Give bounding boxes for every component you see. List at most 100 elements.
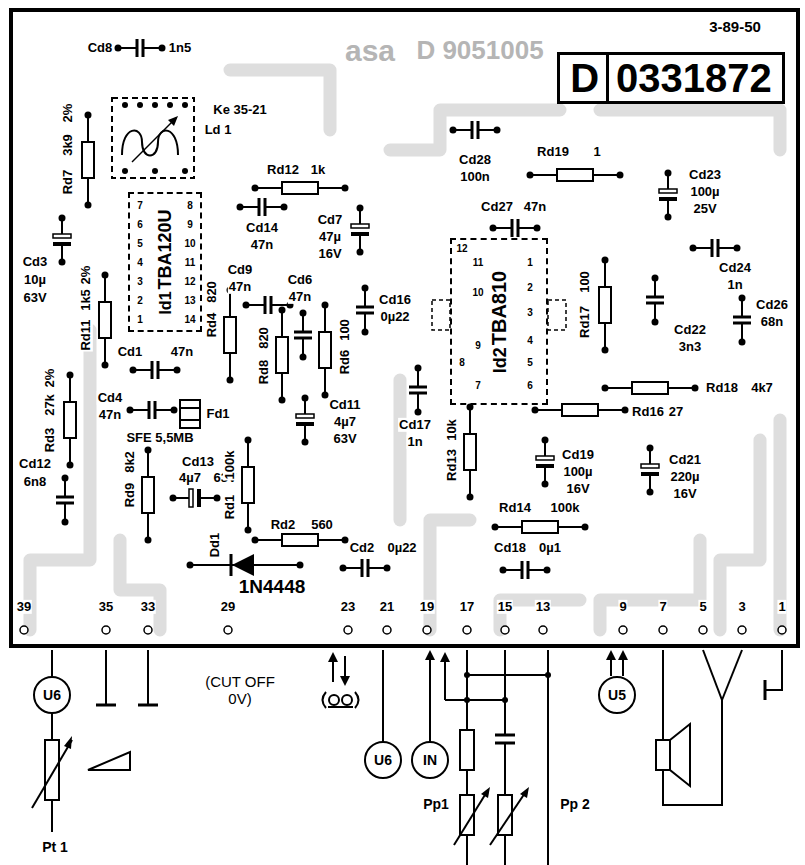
pot-arrow bbox=[32, 740, 72, 808]
ic-pin-number: 9 bbox=[474, 340, 482, 351]
pad bbox=[20, 626, 28, 634]
wire bbox=[504, 650, 506, 735]
pads bbox=[20, 626, 786, 634]
trace bbox=[600, 540, 700, 630]
pad bbox=[224, 626, 232, 634]
pin bbox=[182, 168, 188, 174]
resistor-symbol bbox=[252, 534, 349, 546]
component-label: Cd8 bbox=[87, 41, 114, 55]
component-label: Cd3 bbox=[22, 255, 49, 269]
component-label: Rd17 bbox=[578, 305, 592, 339]
wire bbox=[429, 656, 431, 741]
component-label: Rd13 bbox=[445, 448, 459, 482]
coil-outline bbox=[112, 98, 194, 178]
heatsink-tab bbox=[548, 300, 566, 330]
pad bbox=[423, 626, 431, 634]
trace bbox=[774, 420, 787, 630]
connector-circle: IN bbox=[411, 741, 449, 779]
arrowhead bbox=[425, 650, 435, 660]
wire bbox=[547, 650, 549, 865]
ic-pin-number: 13 bbox=[183, 295, 196, 306]
component-label: 1k bbox=[310, 163, 326, 177]
watermark: D 9051005 bbox=[415, 36, 544, 65]
component-label: 47n bbox=[250, 238, 274, 252]
capacitor-symbol bbox=[243, 296, 294, 314]
resistor-symbol bbox=[464, 404, 476, 501]
component-label: 16V bbox=[317, 247, 342, 261]
component-label: Cd21 bbox=[668, 453, 702, 467]
component-label: Cd17 bbox=[398, 418, 432, 432]
component-label: Cd16 bbox=[378, 293, 412, 307]
ic-pin-number: 7 bbox=[136, 200, 144, 211]
component-label: 27 bbox=[668, 405, 684, 419]
pin-number: 9 bbox=[618, 600, 627, 614]
component-label: Rd3 bbox=[43, 427, 57, 454]
resistor-symbol bbox=[82, 112, 94, 209]
ic-pin-number: 3 bbox=[526, 307, 534, 318]
component-label: Cd19 bbox=[561, 448, 595, 462]
component-label: 4µ7 bbox=[333, 415, 357, 429]
pad bbox=[144, 626, 152, 634]
resistor-symbol bbox=[492, 521, 589, 533]
capacitor-symbol bbox=[409, 365, 427, 416]
ic-pin-number: 14 bbox=[183, 314, 196, 325]
component-label: 3k9 bbox=[61, 133, 75, 157]
ic-pin-number: 10 bbox=[471, 287, 484, 298]
component-label: 100n bbox=[459, 170, 491, 184]
component-label: Rd7 bbox=[61, 169, 75, 196]
component-label: Cd23 bbox=[688, 168, 722, 182]
potentiometer-symbol bbox=[45, 740, 59, 800]
capacitor-symbol bbox=[356, 285, 374, 336]
capacitor-symbol bbox=[237, 198, 288, 216]
component-label: 8k2 bbox=[123, 450, 137, 474]
trace bbox=[720, 440, 760, 630]
wire bbox=[467, 674, 548, 676]
component-label: 47n bbox=[523, 200, 547, 214]
junction-dot bbox=[502, 697, 508, 703]
component-label: Fd1 bbox=[205, 407, 230, 421]
component-label: Rd1 bbox=[223, 494, 237, 521]
component-label: 47µ bbox=[318, 230, 342, 244]
ic-pin-number: 8 bbox=[458, 357, 466, 368]
wire bbox=[444, 658, 446, 700]
resistor-symbol bbox=[527, 169, 624, 181]
pin-number: 1 bbox=[777, 600, 786, 614]
pin-number: 15 bbox=[497, 600, 513, 614]
connector-label: U6 bbox=[374, 752, 392, 768]
wire bbox=[51, 714, 53, 740]
wire bbox=[105, 650, 107, 705]
component-label: 10µ bbox=[23, 273, 47, 287]
pad bbox=[659, 626, 667, 634]
wire bbox=[765, 650, 782, 690]
arrowhead bbox=[328, 652, 338, 662]
component-label: 100 bbox=[578, 270, 592, 294]
tape-symbol bbox=[342, 695, 352, 705]
ic-pin-number: 11 bbox=[184, 257, 197, 268]
capacitor-symbol bbox=[646, 275, 664, 326]
component-label: 47n bbox=[170, 345, 194, 359]
connector-label: U6 bbox=[43, 687, 61, 703]
capacitor-symbol bbox=[130, 361, 181, 379]
component-label: 47n bbox=[228, 280, 252, 294]
trace bbox=[120, 540, 160, 630]
component-label: Rd12 bbox=[266, 163, 300, 177]
resistor-symbol bbox=[599, 257, 611, 354]
ic-label: Id2 bbox=[490, 347, 510, 373]
resistor-symbol bbox=[602, 382, 699, 394]
control-label: Pt 1 bbox=[41, 840, 69, 855]
component-label: Cd24 bbox=[718, 261, 752, 275]
component-label: Cd27 bbox=[480, 200, 514, 214]
pad bbox=[297, 562, 304, 569]
arrowhead bbox=[64, 736, 72, 749]
component-label: Ke 35-21 bbox=[212, 103, 267, 117]
component-label: 100k bbox=[223, 450, 237, 481]
pin-number: 33 bbox=[140, 600, 156, 614]
connector-circle: U6 bbox=[33, 676, 71, 714]
component-label: 4k7 bbox=[750, 381, 774, 395]
component-label: 220µ bbox=[669, 470, 700, 484]
filter-symbol bbox=[180, 407, 200, 409]
component-label: 4µ7 bbox=[178, 471, 202, 485]
ic-pin-number: 12 bbox=[455, 243, 468, 254]
ic-pin-number: 5 bbox=[526, 357, 534, 368]
component-label: 16V bbox=[565, 482, 590, 496]
